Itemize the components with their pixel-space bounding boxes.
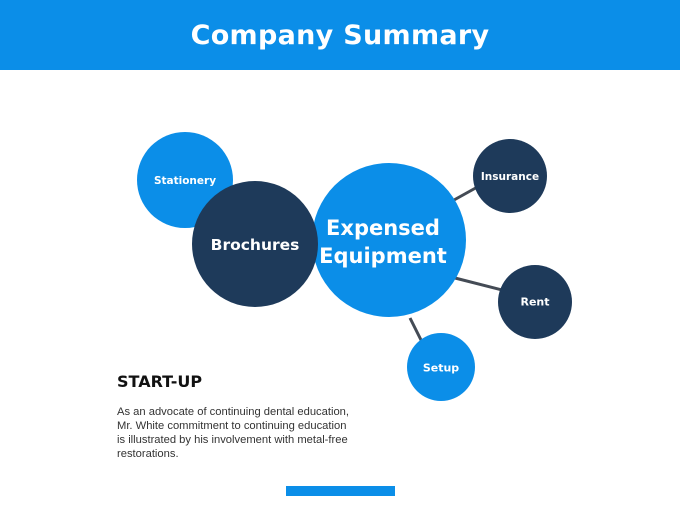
header-bar: Company Summary [0,0,680,70]
node-rent-label: Rent [520,296,549,309]
node-setup: Setup [407,333,475,401]
node-center-label-line1: Expensed [326,216,440,240]
connector-setup [408,317,424,343]
page-title: Company Summary [190,19,490,51]
node-brochures: Brochures [192,181,318,307]
footer-accent-bar [286,486,395,496]
section-body-text: As an advocate of continuing dental educ… [117,406,349,460]
node-stationery-label: Stationery [154,175,216,187]
node-center: Expensed Equipment [312,163,466,317]
node-center-label-line2: Equipment [319,244,447,268]
section-title: START-UP [117,372,203,391]
node-brochures-label: Brochures [211,236,300,254]
node-insurance-label: Insurance [481,171,539,183]
node-rent: Rent [498,265,572,339]
node-insurance: Insurance [473,139,547,213]
node-setup-label: Setup [423,362,459,375]
